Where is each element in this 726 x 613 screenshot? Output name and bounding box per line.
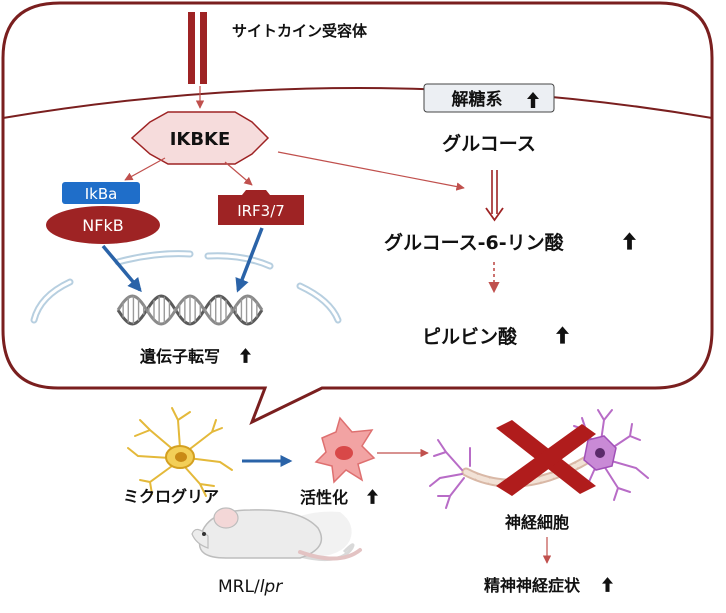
- irf-label: IRF3/7: [237, 202, 285, 220]
- nuclear-membrane-inner: [32, 252, 340, 322]
- glucose-label: グルコース: [442, 132, 536, 155]
- symptom-label: 精神神経症状: [484, 576, 581, 595]
- receptor-label: サイトカイン受容体: [232, 22, 368, 40]
- microglia-icon: [127, 407, 233, 497]
- activated-microglia-icon: [314, 416, 376, 484]
- transcription-label: 遺伝子転写: [140, 347, 220, 366]
- irf-to-dna-arrow: [235, 227, 264, 293]
- glucose-to-g6p-arrow: [485, 170, 504, 222]
- ikbke-to-glycolysis-arrow: [277, 151, 465, 191]
- ikbke-label: IKBKE: [170, 129, 231, 150]
- nfkb-to-dna-arrow: [101, 244, 142, 293]
- cross-icon: [496, 420, 596, 496]
- symptom-up-icon: [602, 577, 613, 592]
- ikbke-to-nfkb-arrow: [124, 157, 166, 181]
- ikbke-node: IKBKE: [130, 111, 270, 165]
- nfkb-node: NFkB: [46, 206, 160, 244]
- pyruvate-label: ピルビン酸: [422, 325, 518, 348]
- mouse-icon: [191, 507, 362, 562]
- mouse-strain-italic: lpr: [260, 577, 284, 597]
- plasma-membrane: [2, 87, 713, 119]
- ikba-label: IkBa: [85, 185, 118, 203]
- ikba-node: IkBa: [62, 182, 140, 204]
- cytokine-receptor: [188, 12, 207, 84]
- mouse-prefix: MRL/: [218, 577, 260, 597]
- activation-label: 活性化: [300, 488, 348, 507]
- g6p-label: グルコース-6-リン酸: [384, 231, 565, 254]
- activation-up-icon: [367, 489, 378, 504]
- microglia-label: ミクログリア: [123, 487, 219, 506]
- neuron-label: 神経細胞: [505, 513, 569, 532]
- nfkb-label: NFkB: [82, 216, 123, 235]
- ikbke-to-irf-arrow: [224, 161, 253, 186]
- glycolysis-label: 解糖系: [452, 89, 503, 110]
- dna-helix-icon: [116, 294, 264, 326]
- irf-node: IRF3/7: [218, 190, 304, 225]
- glycolysis-box: 解糖系: [423, 83, 555, 113]
- mouse-label: MRL/lpr: [218, 577, 283, 597]
